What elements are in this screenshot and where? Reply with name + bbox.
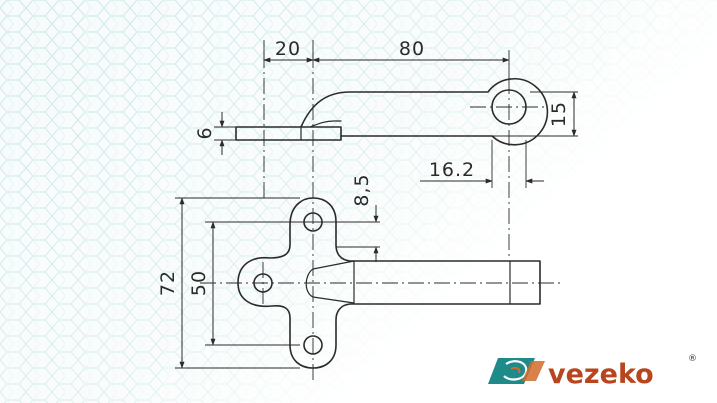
dim-tab-offset: 20 (275, 38, 301, 60)
dim-eye-height: 15 (548, 101, 570, 127)
hole-bottom (303, 335, 323, 355)
background-light-corner (450, 120, 717, 403)
groove (305, 260, 355, 304)
dim-arm-length: 80 (399, 38, 425, 60)
hook-arm (300, 78, 549, 146)
brand-logo: vezeko ® (488, 354, 697, 390)
dim-hole-spacing: 50 (188, 270, 210, 296)
dim-eye-diameter: 16.2 (429, 159, 475, 181)
brand-name: vezeko (548, 359, 654, 390)
extension-lines (175, 40, 578, 369)
dimension-lines (179, 57, 577, 369)
dim-plate-thickness: 6 (194, 126, 216, 139)
brand-icon (488, 358, 545, 384)
dim-hole-offset: 8,5 (351, 173, 373, 206)
dim-overall-height: 72 (157, 270, 179, 296)
base-plate (235, 126, 342, 141)
registered-mark: ® (688, 354, 697, 364)
center-lines (200, 52, 560, 380)
hinge-plate (237, 197, 541, 369)
